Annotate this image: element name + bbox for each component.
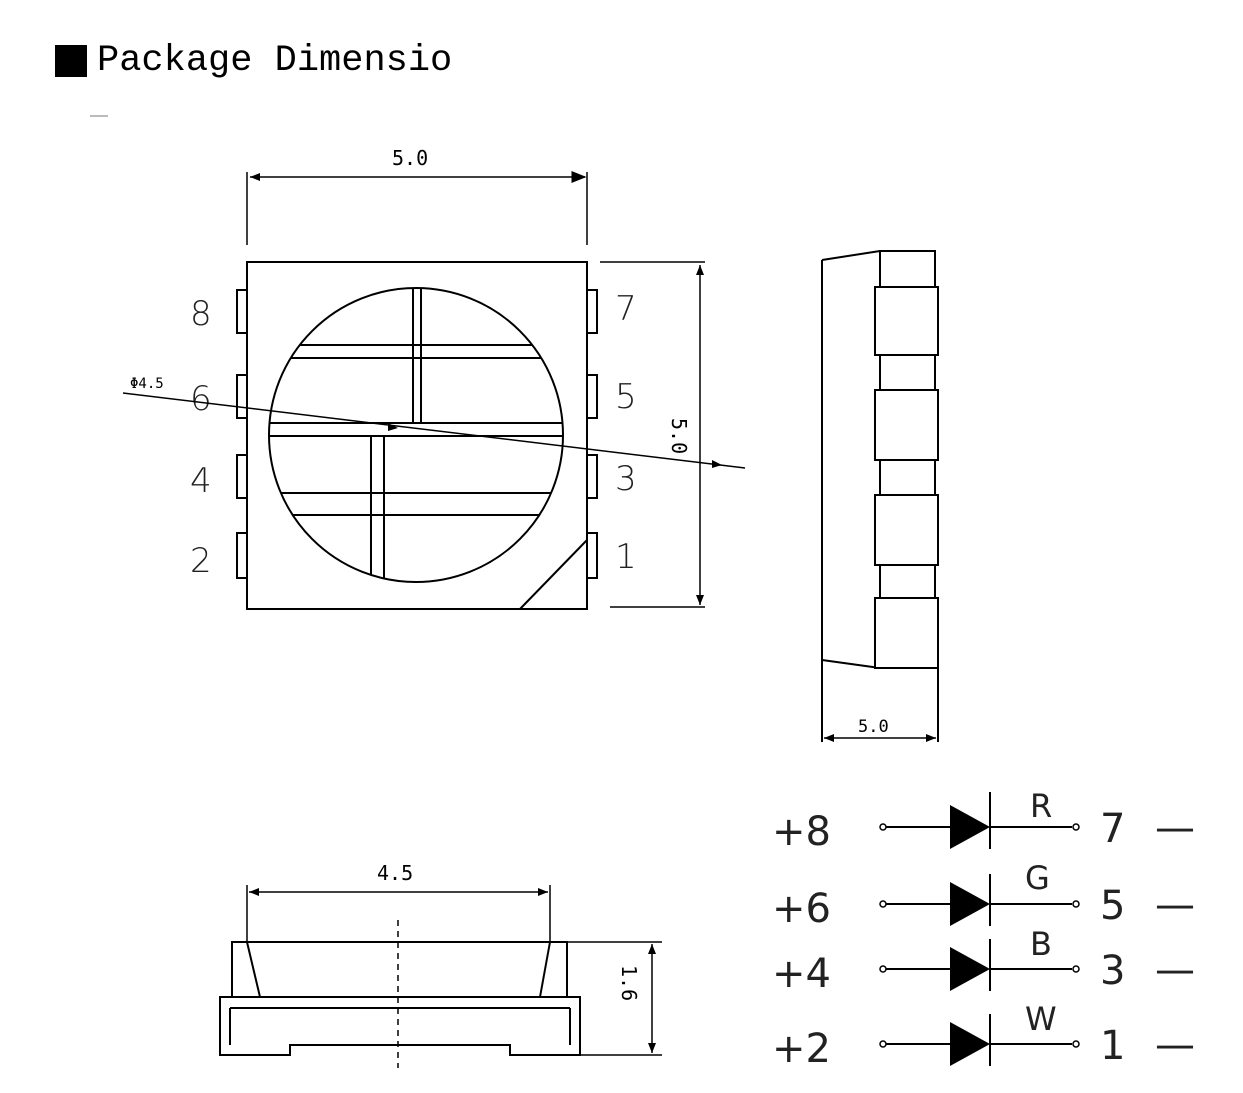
title-text: Package Dimensio: [97, 40, 453, 82]
top-view: 8 6 4 2 7 5 3 1 5.0 5.0 Φ4.5: [122, 146, 746, 610]
height-dimension: 1.6: [617, 965, 641, 1001]
side-width-dimension: 5.0: [858, 717, 889, 737]
cathode-label: 3: [1100, 948, 1125, 994]
cathode-label: 7: [1100, 806, 1125, 852]
pin-label: 3: [615, 459, 637, 499]
color-label: R: [1030, 787, 1052, 825]
pin-label: 4: [190, 461, 212, 501]
color-label: W: [1025, 1000, 1057, 1038]
anode-label: +8: [772, 809, 831, 855]
square-bullet-icon: [55, 45, 87, 77]
minus-label: —: [1155, 1022, 1195, 1068]
color-label: B: [1030, 925, 1052, 963]
divider: [90, 115, 108, 117]
anode-label: +4: [772, 951, 831, 997]
diameter-dimension: Φ4.5: [130, 376, 164, 392]
width-dimension: 5.0: [392, 146, 428, 170]
anode-label: +2: [772, 1026, 831, 1072]
pin-label: 6: [190, 379, 212, 419]
circuit-diagram: +8 R 7 — +6 G 5 — +4 B 3 — +2: [772, 787, 1195, 1072]
diode-row-w: +2 W 1 —: [772, 1000, 1195, 1072]
pin-label: 8: [190, 294, 212, 334]
pin-label: 7: [615, 289, 637, 329]
height-dimension: 5.0: [667, 418, 691, 454]
front-width-dimension: 4.5: [377, 861, 413, 885]
minus-label: —: [1155, 882, 1195, 928]
diode-row-g: +6 G 5 —: [772, 859, 1195, 932]
diode-row-r: +8 R 7 —: [772, 787, 1195, 855]
diode-row-b: +4 B 3 —: [772, 925, 1195, 997]
front-view: 4.5 1.6: [219, 861, 662, 1068]
side-view: [821, 250, 939, 742]
section-title: Package Dimensio: [55, 40, 452, 82]
pin-label: 5: [615, 377, 637, 417]
minus-label: —: [1155, 805, 1195, 851]
anode-label: +6: [772, 886, 831, 932]
pin-label: 2: [190, 541, 212, 581]
minus-label: —: [1155, 947, 1195, 993]
cathode-label: 5: [1100, 883, 1125, 929]
color-label: G: [1025, 859, 1050, 897]
pin-label: 1: [615, 537, 637, 577]
cathode-label: 1: [1100, 1023, 1125, 1069]
